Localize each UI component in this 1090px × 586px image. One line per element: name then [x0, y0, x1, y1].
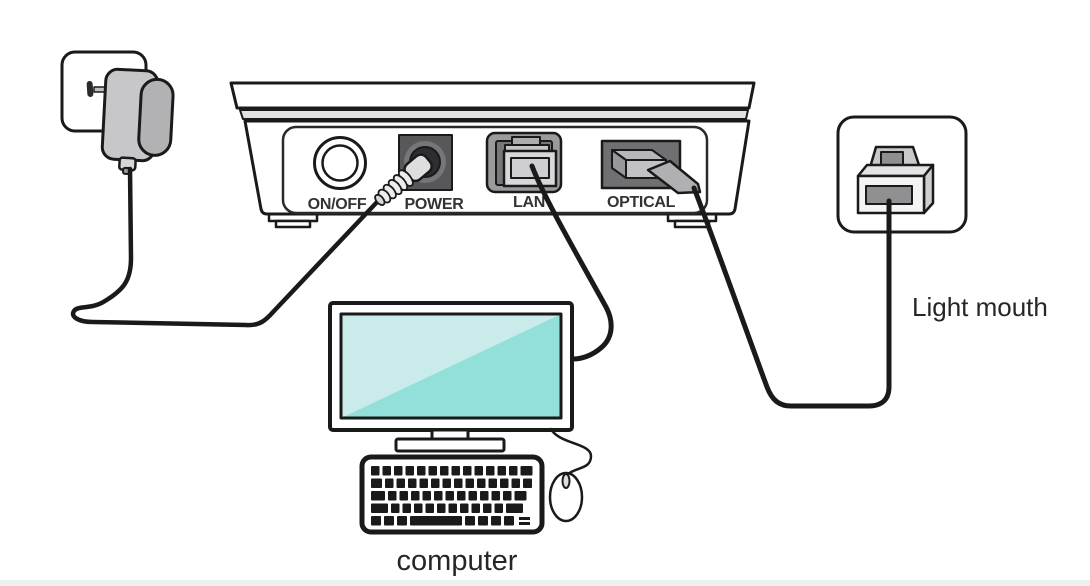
optical-connector-icon: [611, 149, 702, 195]
port-label-power: POWER: [405, 196, 465, 213]
power-adapter-icon: [100, 67, 175, 176]
router-device: ON/OFF POWER LAN OPTICAL: [229, 81, 756, 229]
computer-label: computer: [397, 545, 518, 577]
optical-cable: [691, 185, 892, 409]
optical-wall-socket-icon: [836, 115, 968, 234]
device-strip: [239, 109, 749, 120]
mouse-cable: [549, 427, 593, 476]
device-port-panel: [281, 125, 709, 215]
ethernet-connector-icon: [502, 136, 558, 188]
device-lid: [229, 81, 756, 110]
port-label-lan: LAN: [513, 194, 545, 211]
bottom-edge: [0, 580, 1090, 586]
power-cable: [70, 166, 381, 328]
port-label-on-off: ON/OFF: [308, 196, 367, 213]
keyboard-keys: [371, 466, 533, 526]
screen-border: [339, 312, 563, 420]
mouse-icon: [548, 471, 584, 523]
keyboard-icon: [359, 454, 545, 535]
monitor-icon: [328, 301, 574, 453]
lan-port: [485, 131, 563, 194]
port-label-optical: OPTICAL: [607, 194, 676, 211]
optical-port: [600, 139, 702, 195]
optical-socket-label: Light mouth: [912, 292, 1048, 322]
mouse-wheel: [561, 473, 571, 489]
device-foot-left: [267, 212, 319, 229]
monitor-stand-base: [394, 437, 506, 453]
power-plug-icon: [374, 153, 433, 206]
outlet-slot: [86, 81, 94, 97]
on-off-button: [313, 136, 367, 190]
lan-cable: [529, 163, 614, 362]
screen-shade: [341, 314, 561, 418]
